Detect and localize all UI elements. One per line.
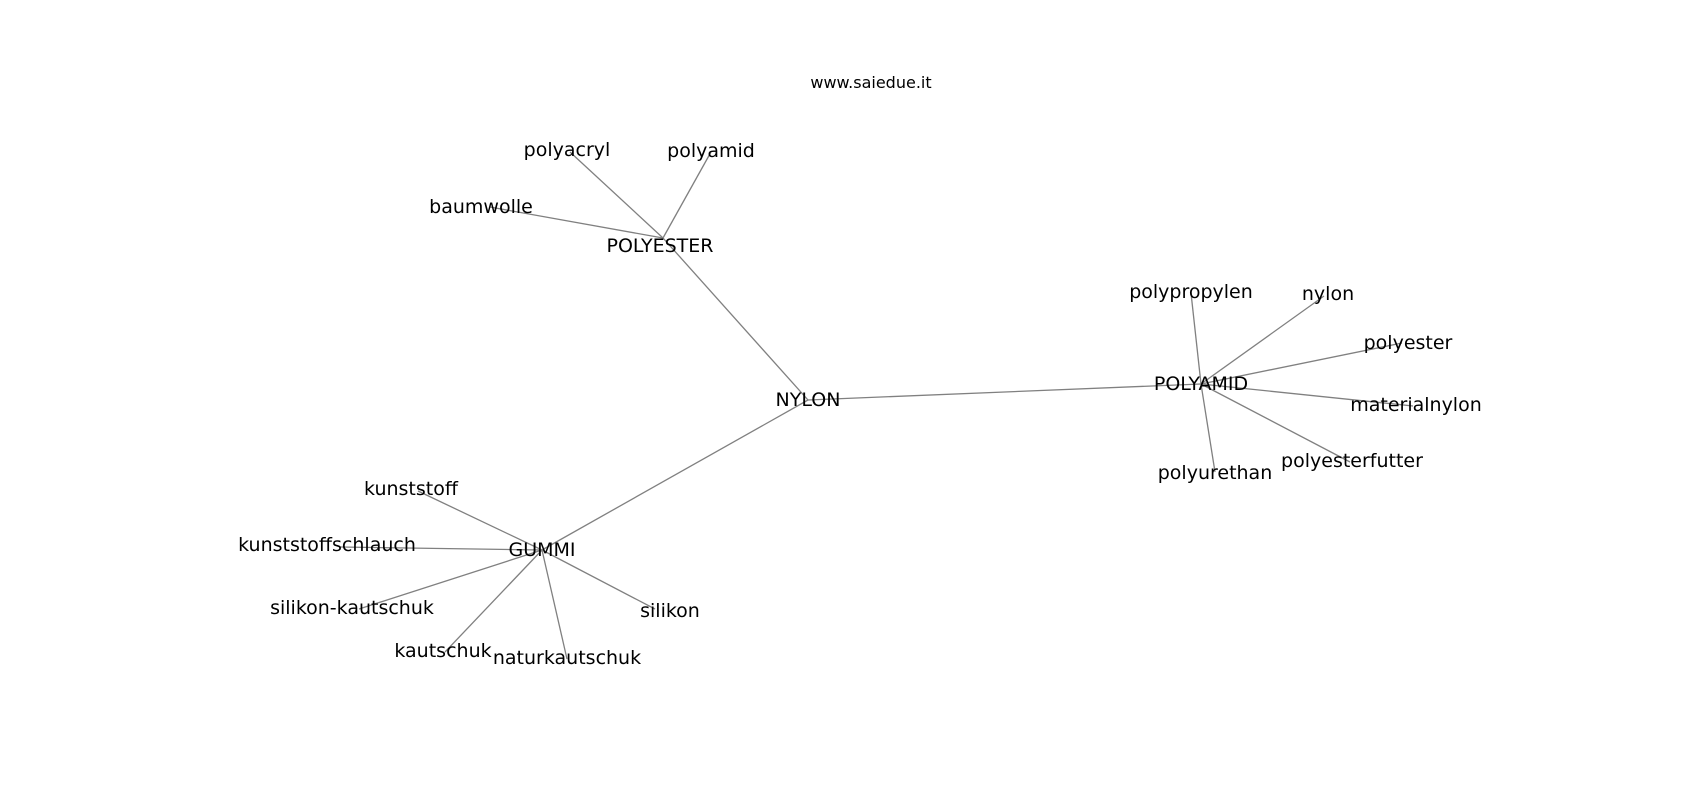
node-nylon: nylon — [1302, 283, 1354, 305]
edge-gummi_hub-kunststoff — [417, 490, 543, 551]
edge-gummi_hub-silikon_kautschuk — [358, 549, 543, 610]
node-baumwolle: baumwolle — [429, 196, 533, 218]
edge-gummi_hub-naturkautschuk — [541, 549, 568, 660]
node-kautschuk: kautschuk — [394, 640, 491, 662]
label-layer: www.saiedue.it NYLON POLYESTER POLYAMID … — [238, 73, 1482, 669]
node-naturkautschuk: naturkautschuk — [493, 647, 641, 669]
edge-polyester_hub-baumwolle — [489, 206, 664, 239]
edge-polyamid_hub-nylon — [1200, 295, 1325, 385]
node-kunststoff: kunststoff — [364, 478, 459, 500]
edge-nylon_hub-gummi_hub — [541, 399, 809, 551]
edge-polyester_hub-polyacryl — [569, 151, 664, 239]
node-kunststoffschlauch: kunststoffschlauch — [238, 534, 416, 556]
edge-polyamid_hub-polyesterfutter — [1200, 383, 1351, 463]
edge-polyester_hub-polyamid — [662, 151, 712, 239]
node-polyester-hub: POLYESTER — [607, 235, 714, 257]
node-silikon-kautschuk: silikon-kautschuk — [270, 597, 434, 619]
edge-nylon_hub-polyamid_hub — [807, 383, 1202, 401]
node-polypropylen: polypropylen — [1129, 281, 1253, 303]
edge-polyamid_hub-polyester — [1200, 342, 1403, 385]
edge-gummi_hub-kunststoffschlauch — [339, 546, 543, 551]
node-polyacryl: polyacryl — [524, 139, 611, 161]
source-watermark: www.saiedue.it — [810, 73, 931, 92]
node-polyesterfutter: polyesterfutter — [1281, 450, 1423, 472]
edge-gummi_hub-kautschuk — [444, 549, 543, 653]
edge-gummi_hub-silikon — [541, 549, 656, 610]
node-polyurethan: polyurethan — [1158, 462, 1273, 484]
edge-polyamid_hub-polyurethan — [1200, 383, 1216, 473]
node-materialnylon: materialnylon — [1350, 394, 1482, 416]
edge-polyamid_hub-materialnylon — [1200, 383, 1414, 407]
node-gummi-hub: GUMMI — [508, 539, 575, 561]
node-polyamid-hub: POLYAMID — [1154, 373, 1248, 395]
node-silikon: silikon — [640, 600, 700, 622]
node-polyester: polyester — [1364, 332, 1453, 354]
edge-polyamid_hub-polypropylen — [1190, 292, 1202, 385]
edge-layer — [339, 151, 1414, 660]
node-nylon-hub: NYLON — [776, 389, 841, 411]
edge-nylon_hub-polyester_hub — [662, 237, 809, 401]
node-polyamid: polyamid — [667, 140, 755, 162]
